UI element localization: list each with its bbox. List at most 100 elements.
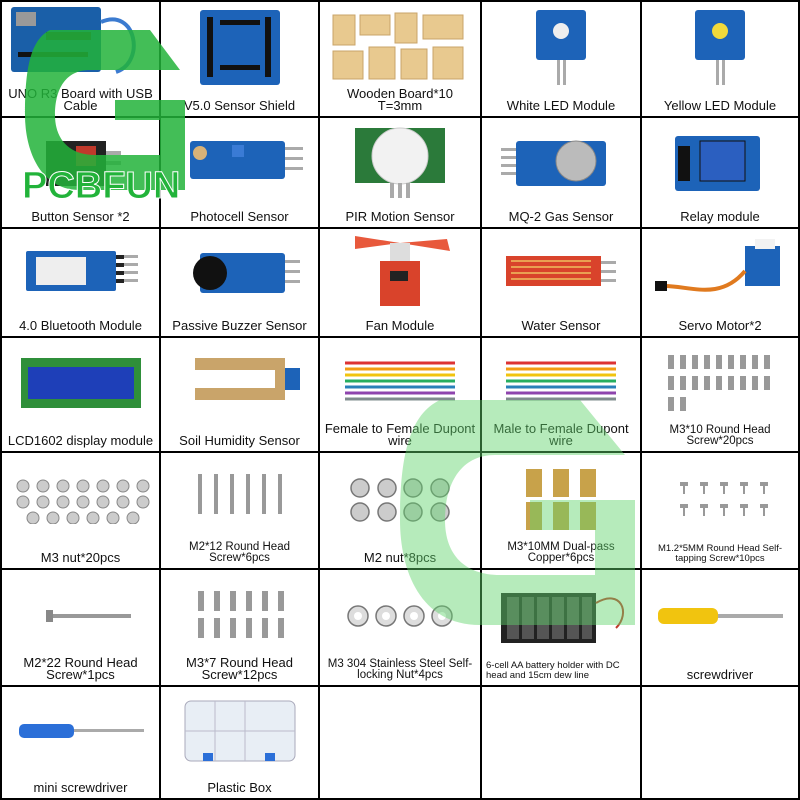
dupont-wire-icon	[482, 338, 640, 427]
white-led-icon	[482, 2, 640, 92]
item-label: Servo Motor*2	[678, 318, 762, 333]
item-label: Photocell Sensor	[190, 209, 289, 224]
item-cell: M2*12 Round Head Screw*6pcs	[161, 453, 318, 568]
screw-set-icon	[642, 338, 798, 427]
empty-cell	[482, 687, 640, 798]
mini-screwdriver-icon	[2, 687, 159, 774]
battery-holder-icon	[482, 570, 640, 661]
item-label: M3 nut*20pcs	[40, 550, 121, 565]
item-cell: M3*10 Round Head Screw*20pcs	[642, 338, 798, 451]
servo-icon	[642, 229, 798, 312]
wooden-board-icon	[320, 2, 480, 92]
item-label: Wooden Board*10 T=3mm	[346, 86, 453, 113]
item-cell: Yellow LED Module	[642, 2, 798, 116]
item-label: M2*22 Round Head Screw*1pcs	[23, 655, 138, 682]
item-label: 6-cell AA battery holder with DC head an…	[486, 660, 620, 681]
item-cell: 6-cell AA battery holder with DC head an…	[482, 570, 640, 685]
item-cell: Plastic Box	[161, 687, 318, 798]
button-sensor-icon	[2, 118, 159, 203]
item-label: M3*10MM Dual-pass Copper*6pcs	[507, 541, 615, 564]
item-cell: Button Sensor *2	[2, 118, 159, 227]
bluetooth-module-icon	[2, 229, 159, 312]
long-screw-icon	[161, 453, 318, 544]
item-cell: M2 nut*8pcs	[320, 453, 480, 568]
item-label: mini screwdriver	[33, 780, 128, 795]
empty-cell	[642, 687, 798, 798]
item-cell: Soil Humidity Sensor	[161, 338, 318, 451]
dupont-wire-icon	[320, 338, 480, 427]
item-label: M3*10 Round Head Screw*20pcs	[669, 424, 771, 447]
item-label: White LED Module	[506, 98, 616, 113]
item-cell: M3*10MM Dual-pass Copper*6pcs	[482, 453, 640, 568]
item-cell: Fan Module	[320, 229, 480, 336]
item-cell: Female to Female Dupont wire	[320, 338, 480, 451]
item-label: LCD1602 display module	[7, 433, 154, 448]
item-cell: M3*7 Round Head Screw*12pcs	[161, 570, 318, 685]
nut-set-icon	[2, 453, 159, 544]
tiny-screw-icon	[642, 453, 798, 544]
item-cell: M3 nut*20pcs	[2, 453, 159, 568]
photocell-icon	[161, 118, 318, 203]
water-sensor-icon	[482, 229, 640, 312]
item-cell: screwdriver	[642, 570, 798, 685]
item-label: Passive Buzzer Sensor	[172, 318, 307, 333]
yellow-led-icon	[642, 2, 798, 92]
item-label: UNO R3 Board with USB Cable	[8, 86, 153, 113]
item-label: Male to Female Dupont wire	[493, 421, 629, 448]
fan-icon	[320, 229, 480, 312]
screwdriver-icon	[642, 570, 798, 661]
item-cell: UNO R3 Board with USB Cable	[2, 2, 159, 116]
pir-sensor-icon	[320, 118, 480, 203]
item-label: Relay module	[680, 209, 760, 224]
arduino-board-icon	[2, 2, 159, 92]
item-cell: White LED Module	[482, 2, 640, 116]
item-cell: MQ-2 Gas Sensor	[482, 118, 640, 227]
item-cell: Wooden Board*10 T=3mm	[320, 2, 480, 116]
soil-sensor-icon	[161, 338, 318, 427]
item-label: PIR Motion Sensor	[345, 209, 455, 224]
item-cell: Servo Motor*2	[642, 229, 798, 336]
item-label: Soil Humidity Sensor	[179, 433, 300, 448]
item-label: M1.2*5MM Round Head Self-tapping Screw*1…	[657, 543, 783, 564]
item-label: Female to Female Dupont wire	[324, 421, 476, 448]
item-label: V5.0 Sensor Shield	[183, 98, 296, 113]
item-cell: Male to Female Dupont wire	[482, 338, 640, 451]
item-cell: Water Sensor	[482, 229, 640, 336]
item-cell: mini screwdriver	[2, 687, 159, 798]
item-cell: M3 304 Stainless Steel Self- locking Nut…	[320, 570, 480, 685]
plastic-box-icon	[161, 687, 318, 774]
item-label: Yellow LED Module	[663, 98, 777, 113]
empty-cell	[320, 687, 480, 798]
screw-set-icon	[161, 570, 318, 661]
locknut-icon	[320, 570, 480, 661]
item-label: M2*12 Round Head Screw*6pcs	[188, 541, 290, 564]
item-label: MQ-2 Gas Sensor	[508, 209, 614, 224]
item-cell: Photocell Sensor	[161, 118, 318, 227]
single-screw-icon	[2, 570, 159, 661]
lcd-icon	[2, 338, 159, 427]
copper-standoff-icon	[482, 453, 640, 544]
item-cell: Passive Buzzer Sensor	[161, 229, 318, 336]
relay-icon	[642, 118, 798, 203]
item-label: Plastic Box	[207, 780, 272, 795]
item-label: Fan Module	[365, 318, 435, 333]
sensor-shield-icon	[161, 2, 318, 92]
item-cell: M1.2*5MM Round Head Self-tapping Screw*1…	[642, 453, 798, 568]
item-label: screwdriver	[686, 667, 754, 682]
item-cell: Relay module	[642, 118, 798, 227]
item-cell: 4.0 Bluetooth Module	[2, 229, 159, 336]
item-label: Water Sensor	[521, 318, 601, 333]
item-cell: LCD1602 display module	[2, 338, 159, 451]
item-cell: M2*22 Round Head Screw*1pcs	[2, 570, 159, 685]
item-cell: V5.0 Sensor Shield	[161, 2, 318, 116]
hex-nut-icon	[320, 453, 480, 544]
item-cell: PIR Motion Sensor	[320, 118, 480, 227]
buzzer-icon	[161, 229, 318, 312]
gas-sensor-icon	[482, 118, 640, 203]
item-label: M2 nut*8pcs	[363, 550, 437, 565]
item-label: 4.0 Bluetooth Module	[19, 318, 142, 333]
item-label: M3 304 Stainless Steel Self- locking Nut…	[327, 658, 473, 681]
item-label: M3*7 Round Head Screw*12pcs	[186, 655, 293, 682]
item-label: Button Sensor *2	[31, 209, 130, 224]
